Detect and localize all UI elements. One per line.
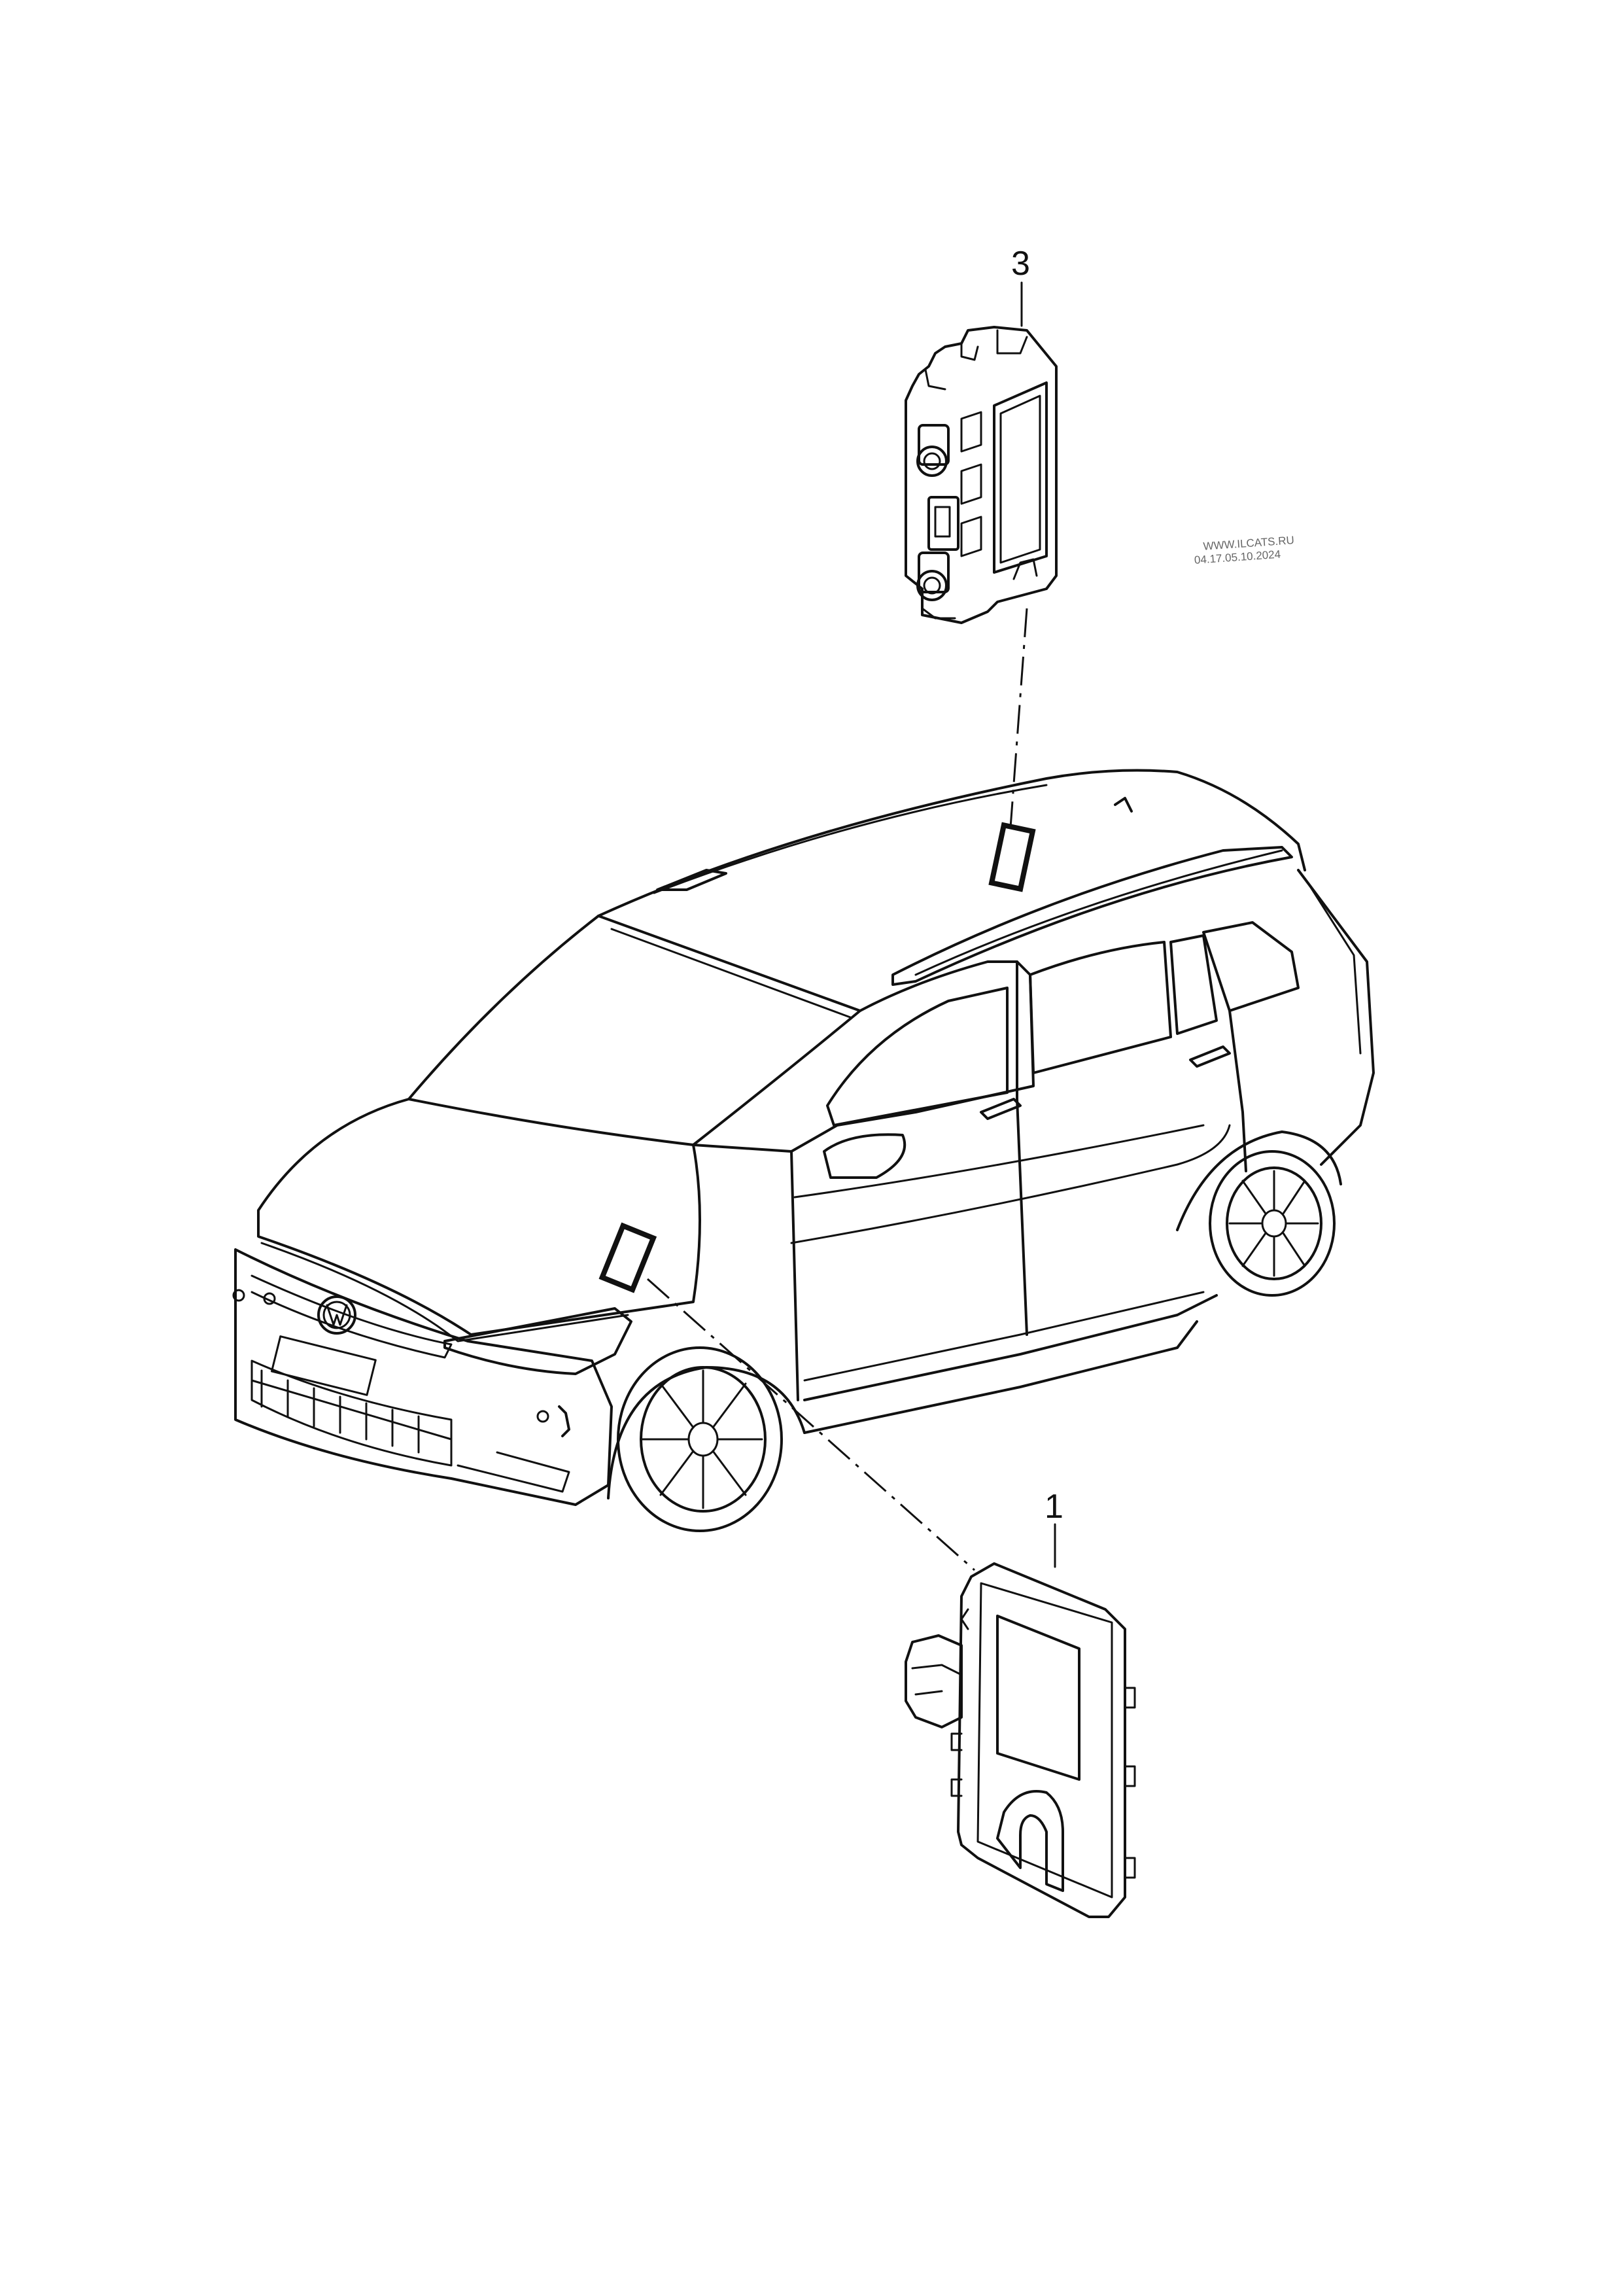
- part-3-control-unit[interactable]: [905, 326, 1058, 624]
- part-1-location-line: [647, 1278, 975, 1571]
- vw-badge-icon: [317, 1295, 356, 1335]
- part-1-control-unit[interactable]: [905, 1562, 1136, 1918]
- part-3-location-line: [1009, 608, 1028, 828]
- part-1-callout[interactable]: 1: [1045, 1488, 1063, 1526]
- vehicle-roof: [597, 769, 1306, 917]
- part-3-location-marker[interactable]: [988, 822, 1036, 892]
- rear-wheel: [1209, 1150, 1336, 1297]
- vehicle-windscreen: [407, 915, 861, 1146]
- vehicle-bonnet: [257, 1098, 701, 1336]
- part-1-location-marker[interactable]: [598, 1222, 657, 1293]
- watermark: WWW.ILCATS.RU 04.17.05.10.2024: [1194, 534, 1294, 567]
- front-wheel: [617, 1346, 783, 1532]
- vehicle: [232, 769, 1375, 1532]
- part-3-callout[interactable]: 3: [1011, 245, 1030, 283]
